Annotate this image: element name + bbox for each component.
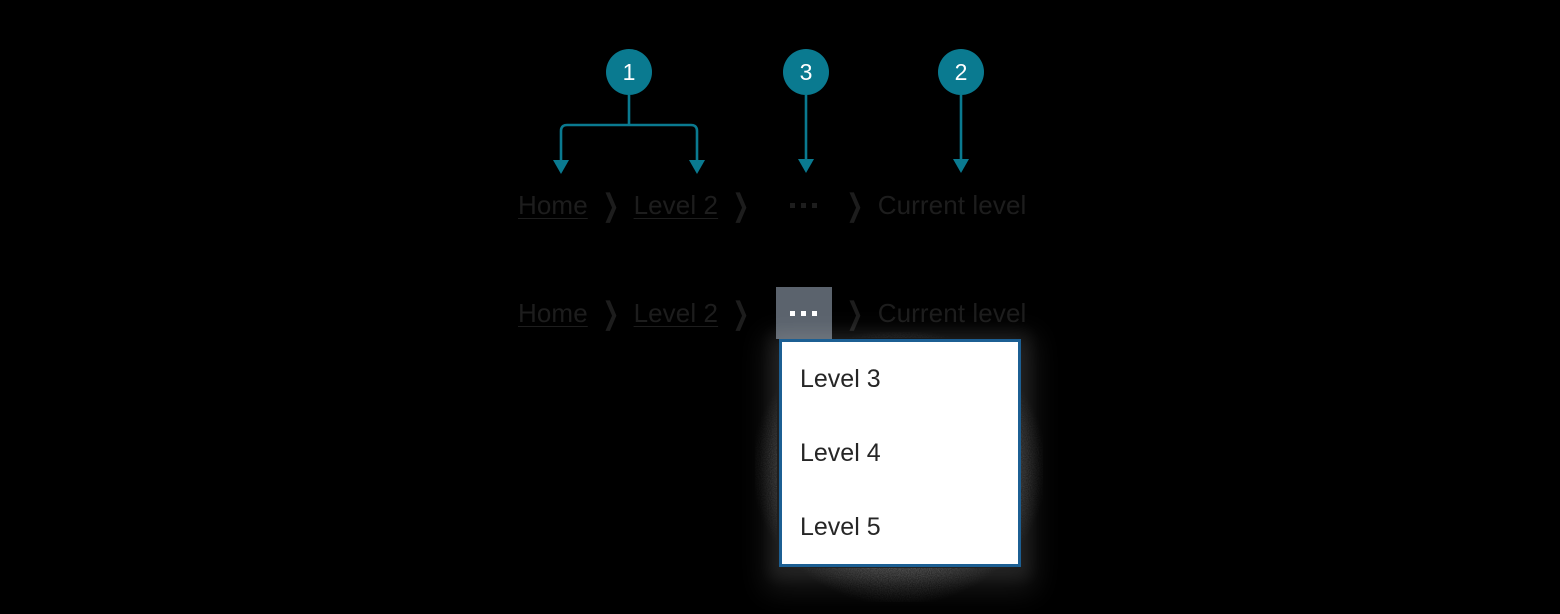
flyout-menu-item-level-3[interactable]: Level 3 — [782, 342, 1018, 416]
callout-badge-1-label: 1 — [622, 58, 636, 85]
breadcrumb-separator-icon: ❯ — [602, 187, 620, 223]
breadcrumb-item-home[interactable]: Home — [518, 189, 588, 220]
callout-badge-1: 1 — [606, 49, 652, 95]
ellipsis-dots — [790, 202, 818, 208]
callout-badge-3-label: 3 — [799, 58, 813, 85]
flyout-menu-item-label: Level 4 — [800, 438, 881, 467]
flyout-menu-item-label: Level 3 — [800, 364, 881, 393]
breadcrumb-default: Home ❯ Level 2 ❯ ❯ Current level — [518, 179, 1026, 231]
breadcrumb-separator-icon: ❯ — [732, 187, 750, 223]
flyout-menu-item-level-4[interactable]: Level 4 — [782, 416, 1018, 490]
breadcrumb-item-current-level: Current level — [877, 297, 1027, 328]
breadcrumb-overflow-flyout: Level 3 Level 4 Level 5 — [779, 339, 1021, 567]
callout-badge-3: 3 — [783, 49, 829, 95]
flyout-menu-item-level-5[interactable]: Level 5 — [782, 490, 1018, 564]
ellipsis-dots — [790, 310, 818, 316]
breadcrumb-overflow-ellipsis-icon-active[interactable] — [775, 287, 832, 339]
breadcrumb-with-flyout: Home ❯ Level 2 ❯ ❯ Current level — [518, 287, 1026, 339]
breadcrumb-separator-icon: ❯ — [732, 295, 750, 331]
flyout-menu-item-label: Level 5 — [800, 512, 881, 541]
breadcrumb-item-home[interactable]: Home — [518, 297, 588, 328]
breadcrumb-item-current-level: Current level — [877, 189, 1027, 220]
callout-badge-2: 2 — [938, 49, 984, 95]
breadcrumb-separator-icon: ❯ — [846, 295, 864, 331]
callout-badge-2-label: 2 — [954, 58, 968, 85]
breadcrumb-separator-icon: ❯ — [846, 187, 864, 223]
breadcrumb-separator-icon: ❯ — [602, 295, 620, 331]
breadcrumb-item-level-2[interactable]: Level 2 — [633, 189, 719, 220]
breadcrumb-item-level-2[interactable]: Level 2 — [633, 297, 719, 328]
breadcrumb-overflow-ellipsis-icon[interactable] — [776, 179, 832, 231]
